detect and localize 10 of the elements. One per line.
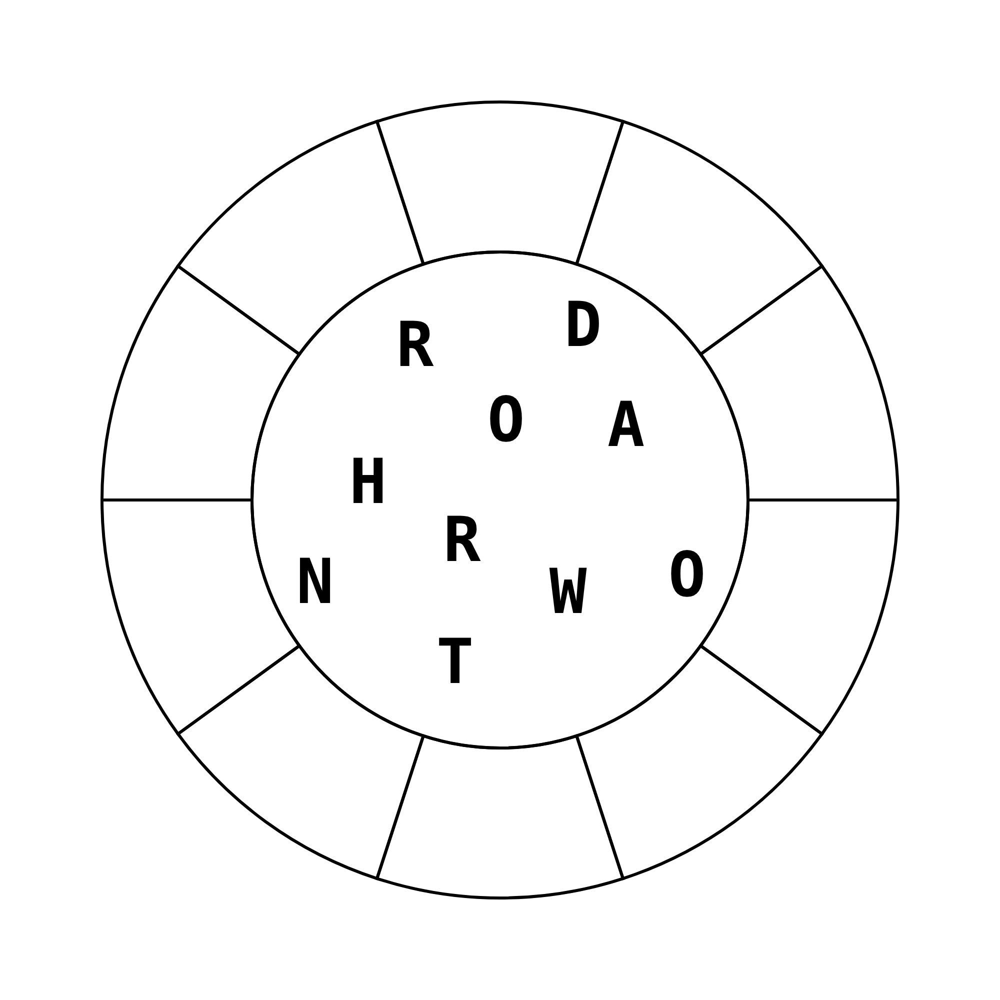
scrambled-letter: R: [396, 314, 434, 376]
scrambled-letter: O: [668, 544, 706, 606]
scrambled-letter: O: [487, 389, 525, 451]
scrambled-letter: R: [443, 509, 481, 571]
scrambled-letter: T: [436, 631, 474, 693]
scrambled-letter: D: [564, 294, 602, 356]
scrambled-letter: W: [549, 561, 587, 623]
scrambled-letter: A: [607, 394, 645, 456]
scrambled-letter: H: [349, 451, 387, 513]
scrambled-letter: N: [296, 551, 334, 613]
